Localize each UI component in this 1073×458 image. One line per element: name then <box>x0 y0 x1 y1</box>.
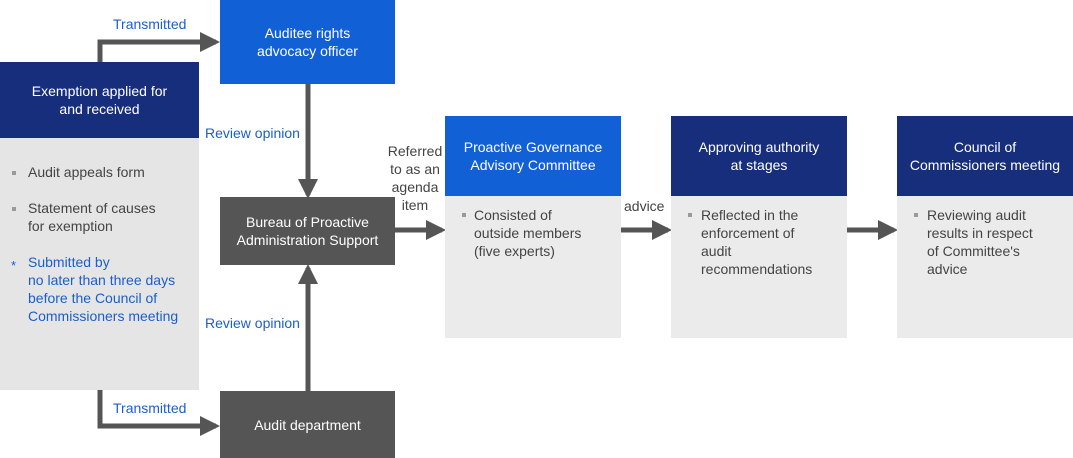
bullet-icon <box>688 213 692 217</box>
committee-header: Proactive Governance Advisory Committee <box>445 116 621 196</box>
arrow-transmitted-top <box>97 32 220 62</box>
authority-panel: Reflected in the enforcement of audit re… <box>671 196 847 338</box>
arrow-transmitted-bottom <box>97 390 220 436</box>
exemption-item-1: Audit appeals form <box>28 164 145 180</box>
bureau-box: Bureau of Proactive Administration Suppo… <box>220 197 395 265</box>
label-advice: advice <box>624 198 665 214</box>
council-header: Council of Commissioners meeting <box>897 116 1073 196</box>
council-panel: Reviewing audit results in respect of Co… <box>897 196 1073 338</box>
exemption-header: Exemption applied for and received <box>0 62 199 138</box>
exemption-item-2: Statement of causes for exemption <box>28 200 156 234</box>
authority-item-1: Reflected in the enforcement of audit re… <box>701 207 813 277</box>
label-review-bottom: Review opinion <box>205 315 300 331</box>
committee-item-1: Consisted of outside members (five exper… <box>474 207 582 259</box>
authority-header: Approving authority at stages <box>671 116 847 196</box>
label-referred: Referred to as an agenda item <box>387 143 443 213</box>
committee-panel: Consisted of outside members (five exper… <box>445 196 621 338</box>
asterisk-icon: * <box>11 258 17 273</box>
bullet-icon <box>462 213 466 217</box>
bullet-icon <box>12 207 16 211</box>
council-item-1: Reviewing audit results in respect of Co… <box>927 207 1033 277</box>
bullet-icon <box>914 213 918 217</box>
exemption-panel: Audit appeals form Statement of causes f… <box>0 138 199 390</box>
label-transmitted-bottom: Transmitted <box>113 400 187 416</box>
exemption-note: Submitted by no later than three days be… <box>28 254 179 324</box>
audit-department-box: Audit department <box>220 391 395 458</box>
bullet-icon <box>12 171 16 175</box>
label-review-top: Review opinion <box>205 125 300 141</box>
label-transmitted-top: Transmitted <box>113 16 187 32</box>
rights-officer-box: Auditee rights advocacy officer <box>220 0 395 84</box>
